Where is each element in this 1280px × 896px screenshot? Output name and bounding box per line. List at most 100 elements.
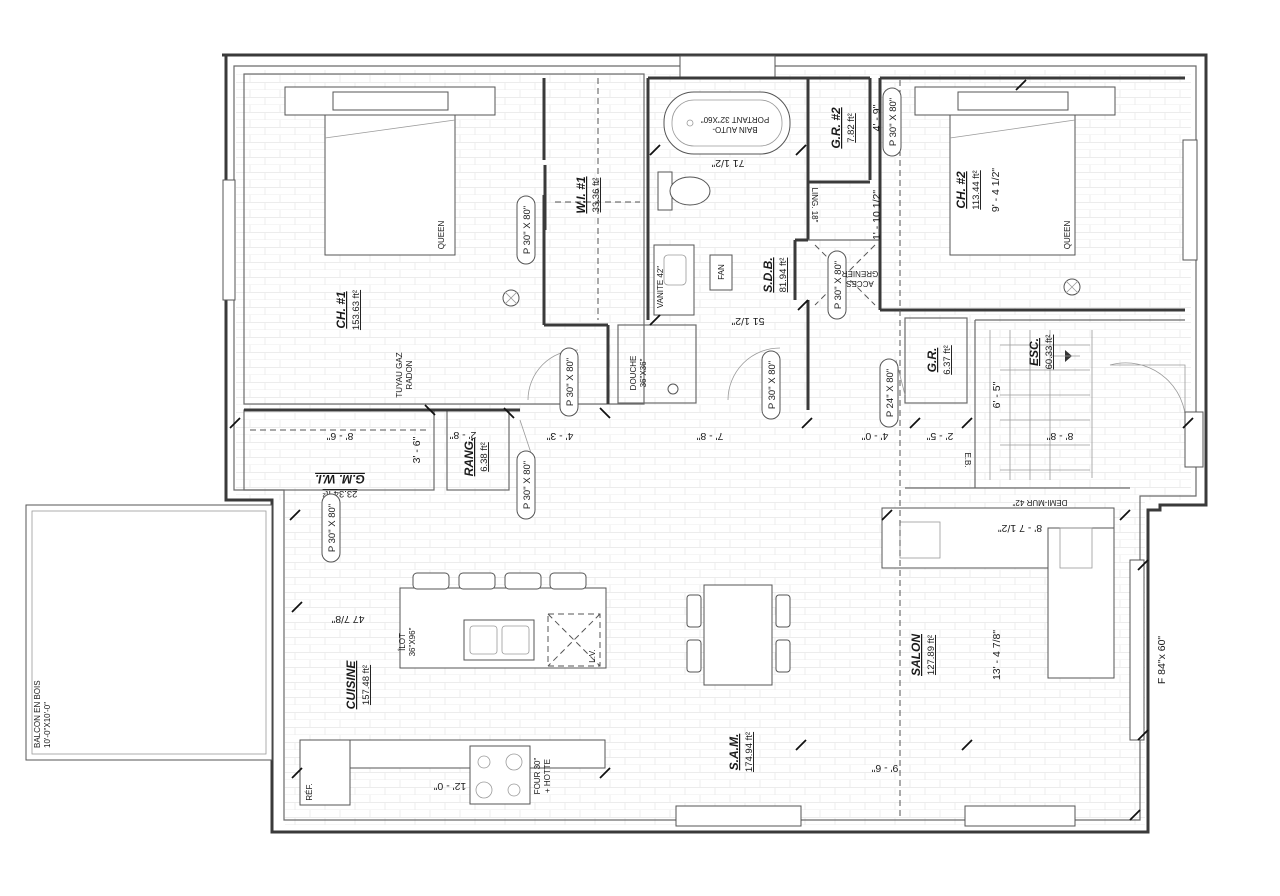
island-label: ÎLOT xyxy=(398,633,407,652)
room-area-ch2: 113.44 ft² xyxy=(971,170,982,209)
window-salon-large xyxy=(1129,559,1145,741)
dining-table xyxy=(686,584,791,686)
kitchen-counter xyxy=(299,739,606,806)
vanity-label: VANITE 42" xyxy=(656,266,665,308)
sectional-sofa xyxy=(881,507,1115,679)
smoke-detector-icon xyxy=(1063,278,1081,296)
island-size-label: 36"X96" xyxy=(408,627,417,656)
balcony-label: BALCON EN BOIS xyxy=(33,680,42,748)
room-area-sam: 174.94 ft² xyxy=(744,732,755,772)
smoke-detector-icon xyxy=(502,289,520,307)
balcony-size-label: 10'-0"X10'-0" xyxy=(43,702,52,748)
bed-size-label: QUEEN xyxy=(1063,221,1072,250)
svg-text:P 24" X 80": P 24" X 80" xyxy=(885,369,896,417)
svg-text:P 30" X 80": P 30" X 80" xyxy=(522,461,533,509)
svg-text:P 30" X 80": P 30" X 80" xyxy=(522,206,533,254)
dim-salon-width: 8' - 7 1/2" xyxy=(998,522,1043,534)
svg-text:P 30" X 80": P 30" X 80" xyxy=(767,361,778,409)
room-area-rang: 6.38 ft² xyxy=(479,442,490,472)
room-area-esc: 60.33 ft² xyxy=(1044,335,1055,370)
dim-ling-gap: 1' - 10 1/2" xyxy=(871,190,883,240)
svg-text:P 30" X 80": P 30" X 80" xyxy=(565,358,576,406)
shower-size-label: 36"X36" xyxy=(639,358,648,387)
svg-text:P 30" X 80": P 30" X 80" xyxy=(833,261,844,309)
dim-stair-width: 6' - 5" xyxy=(991,381,1003,408)
room-name-sam: S.A.M. xyxy=(727,734,741,771)
half-wall-label: DEMI-MUR 42" xyxy=(1012,498,1067,507)
dim-ch2-width: 9' - 4 1/2" xyxy=(990,168,1002,213)
door-tag: P 30" X 80" xyxy=(559,347,579,417)
attic-label: GRENIER xyxy=(842,269,879,278)
interior-walls xyxy=(243,73,1185,491)
dim-hall-1: 4' - 3" xyxy=(546,430,573,442)
dim-hall-4: 2' - 5" xyxy=(926,430,953,442)
door-tag: P 30" X 80" xyxy=(516,195,536,265)
fan-icon xyxy=(709,254,733,291)
room-name-ch2: CH. #2 xyxy=(954,171,968,209)
kitchen-island xyxy=(399,572,607,669)
room-name-gr: G.R. xyxy=(925,348,939,373)
toilet xyxy=(657,171,711,211)
door-tag: P 30" X 80" xyxy=(882,87,902,157)
dim-hall-5: 8' - 8" xyxy=(1046,430,1073,442)
shower-label: DOUCHE xyxy=(629,356,638,391)
door-tag: P 24" X 80" xyxy=(879,358,899,428)
bathtub-size-label: PORTANT 32"X60" xyxy=(701,115,770,124)
oven-label: FOUR 30" xyxy=(533,758,542,795)
dim-rang-width: 2' - 8" xyxy=(449,429,476,441)
radon-label: RADON xyxy=(405,360,414,389)
vanity-sink xyxy=(653,244,695,316)
room-name-esc: ESC. xyxy=(1027,338,1041,366)
window-size-label: F 84"x 60" xyxy=(1156,636,1168,685)
fridge-label: RÉF. xyxy=(305,783,314,800)
dim-island-offset: 47 7/8" xyxy=(331,613,364,625)
room-name-gmwi: G.M. W.I. xyxy=(315,472,365,486)
door-tag: P 30" X 80" xyxy=(827,250,847,320)
exterior-door xyxy=(1184,411,1204,468)
oven-range xyxy=(469,745,531,805)
bed-ch2 xyxy=(914,86,1116,256)
door-tag: P 30" X 80" xyxy=(761,350,781,420)
svg-text:P 30" X 80": P 30" X 80" xyxy=(888,98,899,146)
dim-hall-3: 4' - 0" xyxy=(861,430,888,442)
attic-access-label: ACCES xyxy=(846,279,874,288)
dim-gr2-depth: 4' - 9" xyxy=(871,104,883,131)
window-sam xyxy=(675,805,802,827)
radon-pipe-label: TUYAU GAZ xyxy=(395,352,404,397)
dim-gm-depth: 3' - 6" xyxy=(411,436,423,463)
exterior-walls xyxy=(222,53,1208,834)
eb-label: E.B. xyxy=(963,452,972,467)
room-name-ch1: CH. #1 xyxy=(334,291,348,329)
bed-size-label: QUEEN xyxy=(437,221,446,250)
dim-sdb-width-1: 71 1/2" xyxy=(711,157,744,169)
room-name-wi1: W.I. #1 xyxy=(574,176,588,213)
dim-salon-depth: 13' - 4 7/8" xyxy=(991,630,1003,680)
dim-sdb-width-2: 51 1/2" xyxy=(731,315,764,327)
window-ch1 xyxy=(222,179,236,301)
dim-gm-width: 8' - 6" xyxy=(326,430,353,442)
room-area-gr2: 7.82 ft² xyxy=(846,113,857,143)
door-tag: P 30" X 80" xyxy=(321,493,341,563)
room-name-rang: RANG. xyxy=(462,438,476,477)
room-area-cuisine: 157.48 ft² xyxy=(361,665,372,705)
room-area-salon: 127.89 ft² xyxy=(926,635,937,675)
bathtub xyxy=(663,91,791,155)
room-area-gr: 6.37 ft² xyxy=(942,345,953,375)
room-area-ch1: 153.63 ft² xyxy=(351,290,362,330)
shower-drain-icon xyxy=(667,383,679,395)
linen-label: LING. 18" xyxy=(810,188,819,223)
shower-stall xyxy=(617,324,697,404)
dishwasher-label: L.V. xyxy=(588,649,597,663)
dim-sam-width: 9' - 6" xyxy=(871,762,898,774)
balcony-deck xyxy=(25,504,273,761)
room-name-salon: SALON xyxy=(909,634,923,676)
room-name-sdb: S.D.B. xyxy=(761,257,775,292)
staircase xyxy=(989,330,1090,480)
svg-text:P 30" X 80": P 30" X 80" xyxy=(327,504,338,552)
bed-ch1 xyxy=(284,86,496,256)
window-bath xyxy=(679,55,776,79)
dimension-ticks xyxy=(229,79,1194,821)
room-name-gr2: G.R. #2 xyxy=(829,107,843,149)
window-salon xyxy=(964,805,1076,827)
